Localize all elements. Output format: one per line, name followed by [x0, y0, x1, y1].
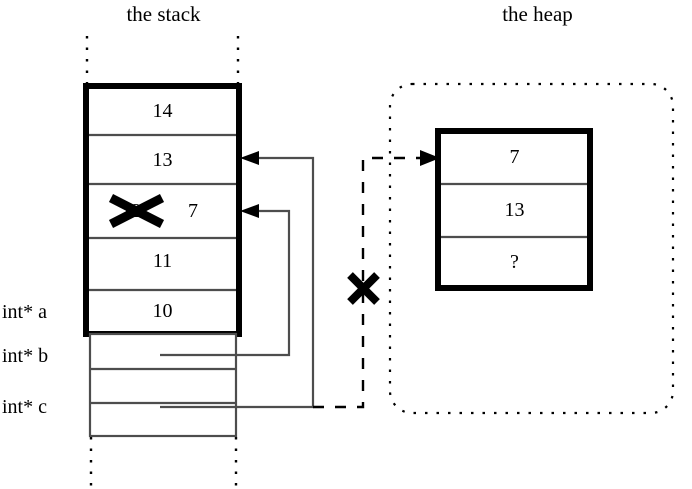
stack-pointer-box [88, 332, 238, 438]
pointer-c-line [160, 156, 315, 409]
stack-frame-box [83, 83, 242, 337]
stack-title: the stack [126, 2, 201, 26]
stack-cell-value-2-new: 7 [188, 200, 198, 222]
heap-block-box [435, 128, 593, 291]
heap-cell-value-1: 13 [504, 199, 525, 221]
stack-cell-value-3: 11 [152, 250, 173, 272]
pointer-b-arrowhead [240, 204, 259, 218]
heap-title: the heap [502, 2, 573, 26]
dangling-pointer-dashed-line [313, 156, 425, 409]
stack-cell-value-2-old: 12 [121, 200, 142, 222]
stack-cell-value-1: 13 [152, 149, 173, 171]
dangling-pointer-arrowhead [420, 150, 440, 166]
pointer-b-line [160, 209, 291, 357]
variable-label-b: int* b [2, 345, 49, 367]
struck-value-x-icon [108, 193, 165, 229]
heap-region-boundary [388, 82, 675, 415]
variable-label-c: int* c [2, 396, 47, 418]
stack-cell-value-0: 14 [152, 100, 173, 122]
variable-label-a: int* a [2, 301, 47, 323]
broken-link-x-icon [347, 272, 380, 305]
stack-cell-value-4: 10 [152, 300, 173, 322]
heap-cell-value-2: ? [510, 251, 519, 273]
heap-cell-value-0: 7 [509, 146, 520, 168]
pointer-c-arrowhead [240, 151, 259, 165]
